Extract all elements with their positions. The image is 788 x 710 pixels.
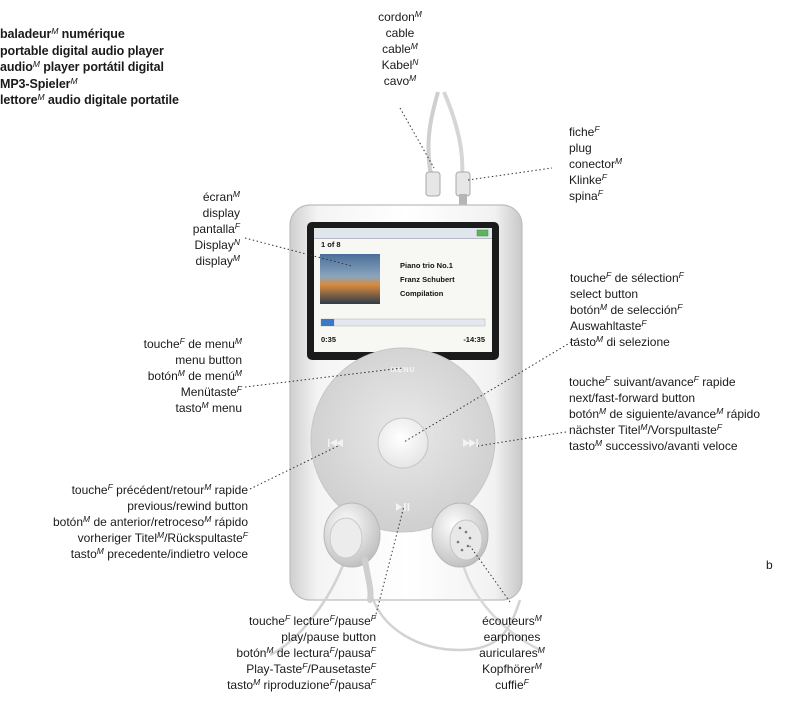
label-select-button: toucheF de sélectionF select button botó… xyxy=(570,270,770,350)
remaining-time: -14:35 xyxy=(463,335,485,344)
battery-icon xyxy=(477,230,488,236)
label-menu-button: toucheF de menuM menu button botónM de m… xyxy=(60,336,242,416)
plug xyxy=(426,172,440,196)
progress-fill xyxy=(321,319,334,326)
artist-name: Franz Schubert xyxy=(400,275,455,284)
album-art xyxy=(320,254,380,304)
elapsed-time: 0:35 xyxy=(321,335,336,344)
label-display: écranM display pantallaF DisplayN displa… xyxy=(100,189,240,269)
right-earphone xyxy=(432,503,488,567)
label-play-pause-button: toucheF lectureF/pauseF play/pause butto… xyxy=(178,613,376,693)
progress-track xyxy=(321,319,485,326)
album-name: Compilation xyxy=(400,289,444,298)
label-plug: ficheF plug conectorM KlinkeF spinaF xyxy=(569,124,719,204)
menu-button[interactable]: MENU xyxy=(391,367,416,374)
track-counter: 1 of 8 xyxy=(321,240,341,249)
leader-plug xyxy=(468,168,552,180)
label-cord: cordonM cable cableM KabelN cavoM xyxy=(350,9,450,89)
select-button[interactable] xyxy=(378,418,428,468)
label-earphones: écouteursM earphones auricularesM Kopfhö… xyxy=(462,613,562,693)
label-previous-button: toucheF précédent/retourM rapide previou… xyxy=(0,482,248,562)
label-next-button: toucheF suivant/avanceF rapide next/fast… xyxy=(569,374,787,454)
song-title: Piano trio No.1 xyxy=(400,261,453,270)
page-letter: b xyxy=(766,558,773,572)
cable xyxy=(428,92,438,175)
